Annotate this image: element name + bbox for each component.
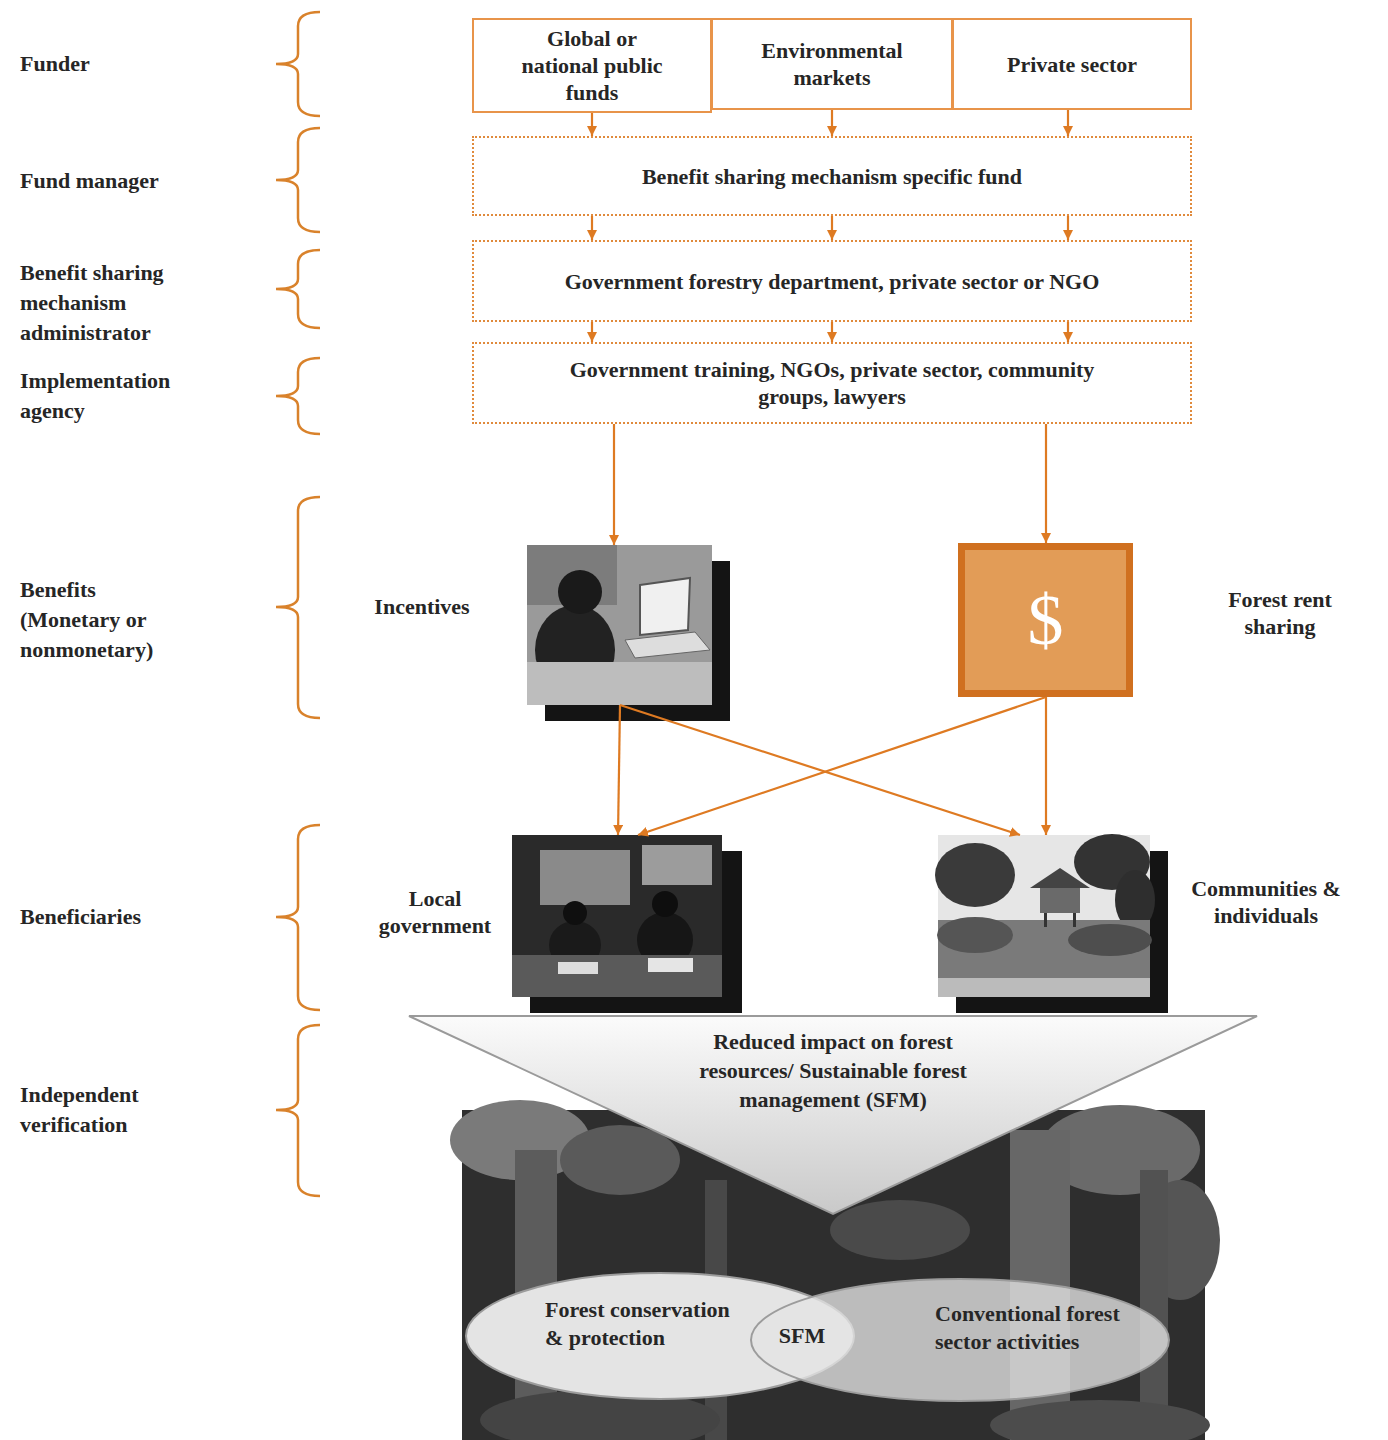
funder-box: Environmental markets bbox=[711, 18, 953, 110]
communities-node: Communities & individuals bbox=[938, 835, 1150, 997]
dollar-box: $Forest rent sharing bbox=[958, 543, 1133, 697]
paper bbox=[648, 958, 693, 972]
laptop-keys bbox=[625, 632, 710, 658]
desk bbox=[527, 662, 712, 705]
curly-bracket bbox=[276, 128, 320, 232]
implementation-box: Government training, NGOs, private secto… bbox=[472, 342, 1192, 424]
flow-arrow bbox=[613, 424, 615, 545]
flow-arrow bbox=[1045, 697, 1047, 835]
flow-arrow bbox=[591, 113, 593, 136]
person-head bbox=[558, 570, 602, 614]
local-government-node: Local government bbox=[512, 835, 722, 997]
funder-box: Global or national public funds bbox=[472, 18, 712, 113]
table bbox=[512, 955, 722, 997]
box-text: Global or national public funds bbox=[507, 25, 677, 106]
bush bbox=[937, 917, 1013, 953]
village-photo bbox=[935, 834, 1155, 997]
fund-box: Benefit sharing mechanism specific fund bbox=[472, 136, 1192, 216]
photo-backdrop bbox=[527, 545, 712, 705]
level-label: Funder bbox=[20, 50, 260, 77]
paper bbox=[558, 962, 598, 974]
flow-arrow bbox=[620, 705, 1020, 835]
triangle-text: Reduced impact on forest resources/ Sust… bbox=[683, 1027, 983, 1114]
curly-bracket bbox=[276, 12, 320, 116]
node-label: Incentives bbox=[337, 593, 507, 620]
window bbox=[642, 845, 712, 885]
flow-arrow bbox=[638, 697, 1046, 835]
whiteboard bbox=[540, 850, 630, 905]
box-text: Government training, NGOs, private secto… bbox=[552, 356, 1112, 410]
box-text: Benefit sharing mechanism specific fund bbox=[642, 163, 1022, 190]
level-label: Beneficiaries bbox=[20, 903, 260, 930]
flow-arrow bbox=[831, 110, 833, 136]
flow-arrow bbox=[618, 705, 620, 835]
box-text: Private sector bbox=[1007, 51, 1137, 78]
node-label: Forest rent sharing bbox=[1195, 586, 1365, 640]
flow-arrow bbox=[1067, 322, 1069, 342]
house-roof bbox=[1030, 868, 1090, 888]
foliage bbox=[560, 1125, 680, 1195]
box-text: Environmental markets bbox=[732, 37, 932, 91]
curly-bracket bbox=[276, 358, 320, 434]
dollar-sign: $ bbox=[1028, 580, 1064, 660]
funder-box: Private sector bbox=[952, 18, 1192, 110]
curly-bracket bbox=[276, 825, 320, 1010]
level-label: Fund manager bbox=[20, 167, 260, 194]
level-label: Benefits (Monetary or nonmonetary) bbox=[20, 575, 180, 665]
ellipse-text: Forest conservation & protection bbox=[545, 1296, 735, 1352]
bracket-group bbox=[276, 12, 320, 1196]
node-label: Communities & individuals bbox=[1176, 875, 1356, 929]
flow-arrow bbox=[591, 216, 593, 240]
flow-arrow bbox=[1067, 216, 1069, 240]
triangle-shape bbox=[409, 1016, 1257, 1214]
tree-trunk bbox=[1140, 1170, 1168, 1440]
incentives-photo-node: Incentives bbox=[527, 545, 712, 705]
flow-arrow bbox=[1045, 424, 1047, 543]
incentives-photo bbox=[527, 545, 712, 705]
flow-arrow bbox=[831, 216, 833, 240]
flow-arrow bbox=[831, 322, 833, 342]
ellipse-shape bbox=[751, 1279, 1169, 1401]
tree bbox=[935, 843, 1015, 907]
administrator-box: Government forestry department, private … bbox=[472, 240, 1192, 322]
laptop-screen bbox=[640, 578, 690, 635]
undergrowth bbox=[990, 1400, 1210, 1440]
meeting-photo bbox=[512, 835, 722, 997]
level-label: Benefit sharing mechanism administrator bbox=[20, 258, 260, 348]
flow-arrow bbox=[591, 322, 593, 342]
ellipse-shape bbox=[466, 1273, 854, 1399]
person-head bbox=[563, 901, 587, 925]
ellipse-text: Conventional forest sector activities bbox=[935, 1300, 1135, 1356]
person-head bbox=[652, 891, 678, 917]
node-label: Local government bbox=[370, 885, 500, 939]
house-stilt bbox=[1044, 913, 1047, 927]
overlap-label: SFM bbox=[762, 1322, 842, 1349]
level-label: Implementation agency bbox=[20, 366, 220, 426]
water bbox=[938, 978, 1150, 997]
foliage bbox=[830, 1200, 970, 1260]
level-label: Independent verification bbox=[20, 1080, 220, 1140]
house-stilt bbox=[1073, 913, 1076, 927]
house-wall bbox=[1040, 885, 1080, 913]
curly-bracket bbox=[276, 497, 320, 718]
curly-bracket bbox=[276, 1025, 320, 1196]
photo-backdrop bbox=[512, 835, 722, 997]
outcome-triangle: Reduced impact on forest resources/ Sust… bbox=[408, 1015, 1258, 1215]
flow-arrow bbox=[1067, 110, 1069, 136]
curly-bracket bbox=[276, 250, 320, 328]
bush bbox=[1068, 924, 1152, 956]
box-text: Government forestry department, private … bbox=[565, 268, 1100, 295]
